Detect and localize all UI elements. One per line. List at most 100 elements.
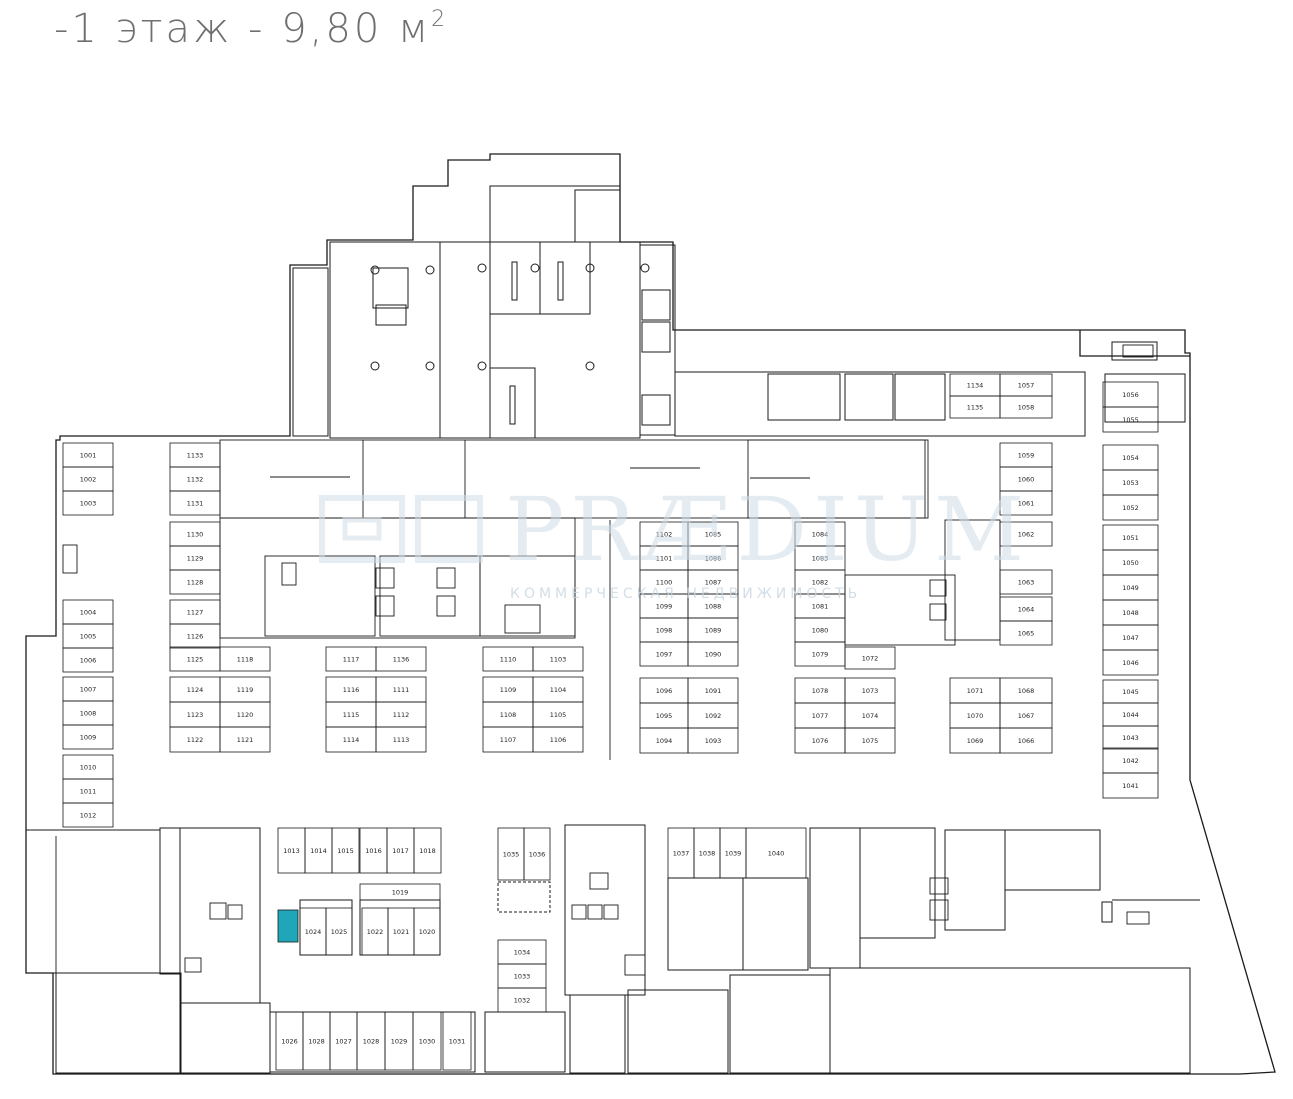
unit-label-1123: 1123 <box>187 711 204 719</box>
unit-label-1046: 1046 <box>1122 659 1139 667</box>
unit-label-1015: 1015 <box>337 847 354 855</box>
unit-cell-1046[interactable] <box>1102 649 1159 676</box>
unit-label-1131: 1131 <box>187 500 204 508</box>
unit-label-1053: 1053 <box>1122 479 1139 487</box>
unit-label-1078: 1078 <box>812 687 829 695</box>
unit-label-1066: 1066 <box>1018 737 1035 745</box>
unit-cell-1036[interactable] <box>523 827 551 881</box>
unit-label-1037: 1037 <box>673 850 690 858</box>
unit-cell-1055[interactable] <box>1102 406 1159 433</box>
unit-cell-1093[interactable] <box>687 727 739 754</box>
unit-label-1054: 1054 <box>1122 454 1139 462</box>
unit-label-1094: 1094 <box>656 737 673 745</box>
unit-cell-1136[interactable] <box>375 646 427 672</box>
unit-label-1031: 1031 <box>449 1038 466 1046</box>
unit-label-1048: 1048 <box>1122 609 1139 617</box>
unit-cell-1126[interactable] <box>169 623 221 649</box>
unit-cell-1065[interactable] <box>999 620 1053 646</box>
unit-label-1008: 1008 <box>80 710 97 718</box>
unit-label-1058: 1058 <box>1018 404 1035 412</box>
unit-label-1113: 1113 <box>393 736 410 744</box>
unit-label-1110: 1110 <box>500 656 517 664</box>
unit-label-1105: 1105 <box>550 711 567 719</box>
unit-cell-1030[interactable] <box>412 1011 442 1071</box>
unit-label-1112: 1112 <box>393 711 410 719</box>
unit-cell-1076[interactable] <box>794 727 846 754</box>
unit-label-1070: 1070 <box>967 712 984 720</box>
unit-label-1038: 1038 <box>699 850 716 858</box>
unit-cell-1018[interactable] <box>413 827 442 874</box>
floor-title-unit-sup: 2 <box>431 7 446 32</box>
unit-cell-1031[interactable] <box>442 1011 472 1071</box>
unit-cell-1061[interactable] <box>999 490 1053 516</box>
unit-cell-1066[interactable] <box>999 727 1053 754</box>
unit-label-1134: 1134 <box>967 382 984 390</box>
unit-label-1125: 1125 <box>187 656 204 664</box>
unit-label-1063: 1063 <box>1018 579 1035 587</box>
unit-label-1041: 1041 <box>1122 782 1139 790</box>
unit-label-1081: 1081 <box>812 603 829 611</box>
unit-cell-1043[interactable] <box>1102 725 1159 750</box>
unit-label-1077: 1077 <box>812 712 829 720</box>
stair-elevator-blocks <box>62 344 1154 976</box>
unit-label-1097: 1097 <box>656 651 673 659</box>
unit-cell-1032[interactable] <box>497 987 547 1013</box>
watermark-brand: PRÆDIUM <box>505 478 1030 581</box>
unit-label-1067: 1067 <box>1018 712 1035 720</box>
unit-cell-1003[interactable] <box>62 490 114 516</box>
unit-cell-1106[interactable] <box>532 726 584 753</box>
unit-cell-1015[interactable] <box>331 827 360 874</box>
unit-label-1136: 1136 <box>393 656 410 664</box>
unit-label-1096: 1096 <box>656 687 673 695</box>
unit-cell-1020[interactable] <box>413 907 441 956</box>
unit-cell-1121[interactable] <box>219 726 271 753</box>
unit-cell-1063[interactable] <box>999 569 1053 595</box>
unit-label-1085: 1085 <box>705 531 722 539</box>
unit-cell-1135[interactable] <box>949 395 1001 419</box>
unit-label-1127: 1127 <box>187 609 204 617</box>
unit-cell-1019[interactable] <box>359 883 441 901</box>
unit-label-1029: 1029 <box>391 1038 408 1046</box>
unit-label-1071: 1071 <box>967 687 984 695</box>
unit-cell-1025[interactable] <box>325 907 353 956</box>
unit-label-1091: 1091 <box>705 687 722 695</box>
unit-label-1101: 1101 <box>656 555 673 563</box>
unit-label-1062: 1062 <box>1018 531 1035 539</box>
watermark-tagline: КОММЕРЧЕСКАЯ НЕДВИЖИМОСТЬ <box>510 586 861 602</box>
unit-cell-1062[interactable] <box>999 521 1053 547</box>
unit-cell-1049[interactable] <box>1102 574 1159 601</box>
unit-label-1099: 1099 <box>656 603 673 611</box>
unit-label-1020: 1020 <box>419 928 436 936</box>
unit-label-1056: 1056 <box>1122 391 1139 399</box>
unit-label-1083: 1083 <box>812 555 829 563</box>
unit-label-1027: 1027 <box>335 1038 352 1046</box>
unit-label-1103: 1103 <box>550 656 567 664</box>
unit-cell-1006[interactable] <box>62 647 114 673</box>
unit-cell-1090[interactable] <box>687 641 739 667</box>
unit-label-1049: 1049 <box>1122 584 1139 592</box>
unit-cell-1052[interactable] <box>1102 494 1159 521</box>
unit-cell-1113[interactable] <box>375 726 427 753</box>
unit-label-1104: 1104 <box>550 686 567 694</box>
unit-label-1026: 1026 <box>281 1038 298 1046</box>
unit-label-1090: 1090 <box>705 651 722 659</box>
unit-cell-1041[interactable] <box>1102 772 1159 799</box>
unit-cell-1079[interactable] <box>794 641 846 667</box>
unit-label-1129: 1129 <box>187 555 204 563</box>
unit-cell-1012[interactable] <box>62 802 114 828</box>
unit-label-1028: 1028 <box>308 1038 325 1046</box>
unit-cell-1128[interactable] <box>169 569 221 595</box>
unit-label-1035: 1035 <box>503 851 520 859</box>
unit-label-1022: 1022 <box>367 928 384 936</box>
unit-cell-1103[interactable] <box>532 646 584 672</box>
unit-label-1061: 1061 <box>1018 500 1035 508</box>
unit-cell-1118[interactable] <box>219 646 271 672</box>
unit-cell-1131[interactable] <box>169 490 221 516</box>
unit-cell-1009[interactable] <box>62 724 114 750</box>
unit-label-1039: 1039 <box>725 850 742 858</box>
unit-label-1068: 1068 <box>1018 687 1035 695</box>
unit-label-1051: 1051 <box>1122 534 1139 542</box>
highlighted-unit-1024[interactable] <box>277 909 299 943</box>
floor-title-text: -1 этаж - 9,80 м <box>54 6 432 52</box>
unit-cell-1040[interactable] <box>745 827 807 879</box>
